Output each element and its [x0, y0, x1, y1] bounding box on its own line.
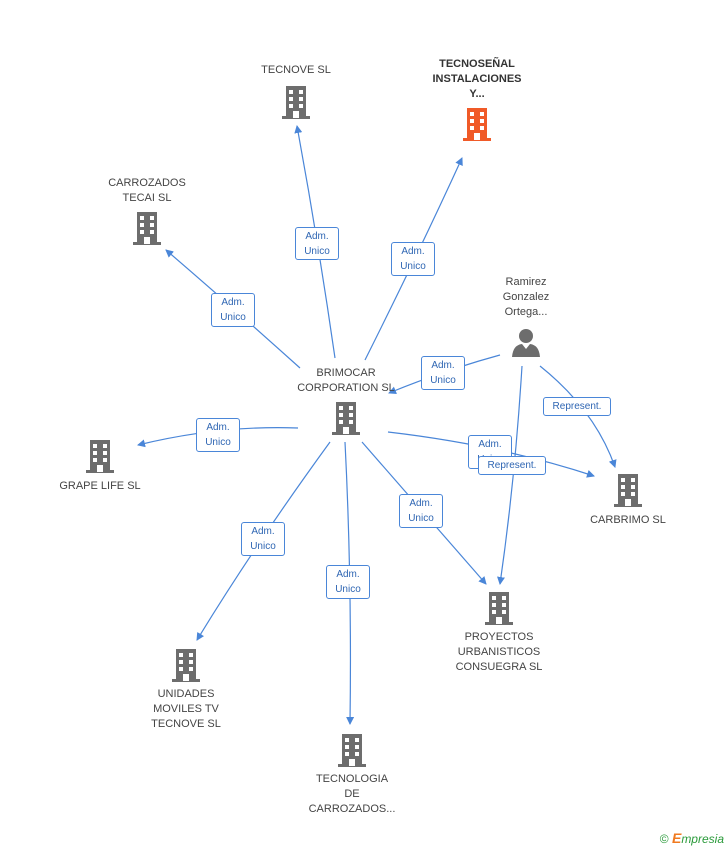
- edge-label[interactable]: Adm. Unico: [326, 565, 370, 599]
- edge-label-text: Adm. Unico: [430, 360, 456, 386]
- edge-label[interactable]: Adm. Unico: [196, 418, 240, 452]
- node-label: CARBRIMO SL: [590, 514, 666, 526]
- node-label: GRAPE LIFE SL: [59, 480, 141, 492]
- building-icon: [485, 592, 513, 625]
- node-brimocar[interactable]: BRIMOCAR CORPORATION SL: [284, 366, 408, 436]
- edge-label-text: Adm. Unico: [205, 422, 231, 448]
- node-label: PROYECTOS URBANISTICOS CONSUEGRA SL: [455, 631, 543, 673]
- building-icon: [463, 108, 491, 141]
- node-label: TECNOSEÑAL INSTALACIONES Y...: [432, 58, 522, 100]
- edge-ramirez-proyectos: [497, 365, 523, 585]
- brand-initial: E: [671, 830, 682, 846]
- node-ramirez[interactable]: Ramirez Gonzalez Ortega...: [484, 275, 568, 358]
- node-label: TECNOLOGIA DE CARROZADOS...: [308, 773, 396, 815]
- building-icon: [332, 402, 360, 435]
- edge-label[interactable]: Adm. Unico: [399, 494, 443, 528]
- node-unidades[interactable]: UNIDADES MOVILES TV TECNOVE SL: [134, 647, 238, 732]
- edge-label-text: Represent.: [552, 401, 602, 412]
- edge-label[interactable]: Adm. Unico: [421, 356, 465, 390]
- edge-label[interactable]: Adm. Unico: [391, 242, 435, 276]
- node-tecnosenal[interactable]: TECNOSEÑAL INSTALACIONES Y...: [412, 57, 542, 142]
- building-icon: [338, 734, 366, 767]
- empresia-watermark: © Empresia: [660, 830, 724, 846]
- edge-label-text: Adm. Unico: [408, 498, 434, 524]
- node-label: TECNOVE SL: [261, 64, 331, 76]
- brand-name: mpresia: [681, 832, 724, 846]
- edge-label-text: Adm. Unico: [335, 569, 361, 595]
- node-label: Ramirez Gonzalez Ortega...: [502, 276, 550, 318]
- node-label: BRIMOCAR CORPORATION SL: [297, 367, 395, 394]
- building-icon: [172, 649, 200, 682]
- node-carbrimo[interactable]: CARBRIMO SL: [580, 472, 676, 528]
- edge-label-text: Adm. Unico: [220, 297, 246, 323]
- edge-label[interactable]: Represent.: [543, 397, 611, 416]
- edge-label[interactable]: Adm. Unico: [241, 522, 285, 556]
- node-grape-life[interactable]: GRAPE LIFE SL: [50, 438, 150, 494]
- node-tecnologia[interactable]: TECNOLOGIA DE CARROZADOS...: [300, 732, 404, 817]
- edge-ramirez-carbrimo: [539, 365, 617, 468]
- edge-label-text: Adm. Unico: [400, 246, 426, 272]
- edge-label-text: Adm. Unico: [304, 231, 330, 257]
- edge-label[interactable]: Adm. Unico: [211, 293, 255, 327]
- building-icon: [133, 212, 161, 245]
- node-tecnove[interactable]: TECNOVE SL: [244, 63, 348, 120]
- edge-label[interactable]: Adm. Unico: [295, 227, 339, 260]
- edge-label[interactable]: Represent.: [478, 456, 546, 475]
- edge-label-text: Represent.: [487, 460, 537, 471]
- edge-label-text: Adm. Unico: [250, 526, 276, 552]
- node-label: UNIDADES MOVILES TV TECNOVE SL: [151, 688, 221, 730]
- copyright-symbol: ©: [659, 832, 669, 846]
- building-icon: [282, 86, 310, 119]
- node-proyectos[interactable]: PROYECTOS URBANISTICOS CONSUEGRA SL: [438, 590, 560, 675]
- person-icon: [512, 329, 540, 357]
- building-icon: [614, 474, 642, 507]
- node-label: CARROZADOS TECAI SL: [108, 177, 186, 204]
- building-icon: [86, 440, 114, 473]
- node-carrozados-tecai[interactable]: CARROZADOS TECAI SL: [92, 176, 202, 246]
